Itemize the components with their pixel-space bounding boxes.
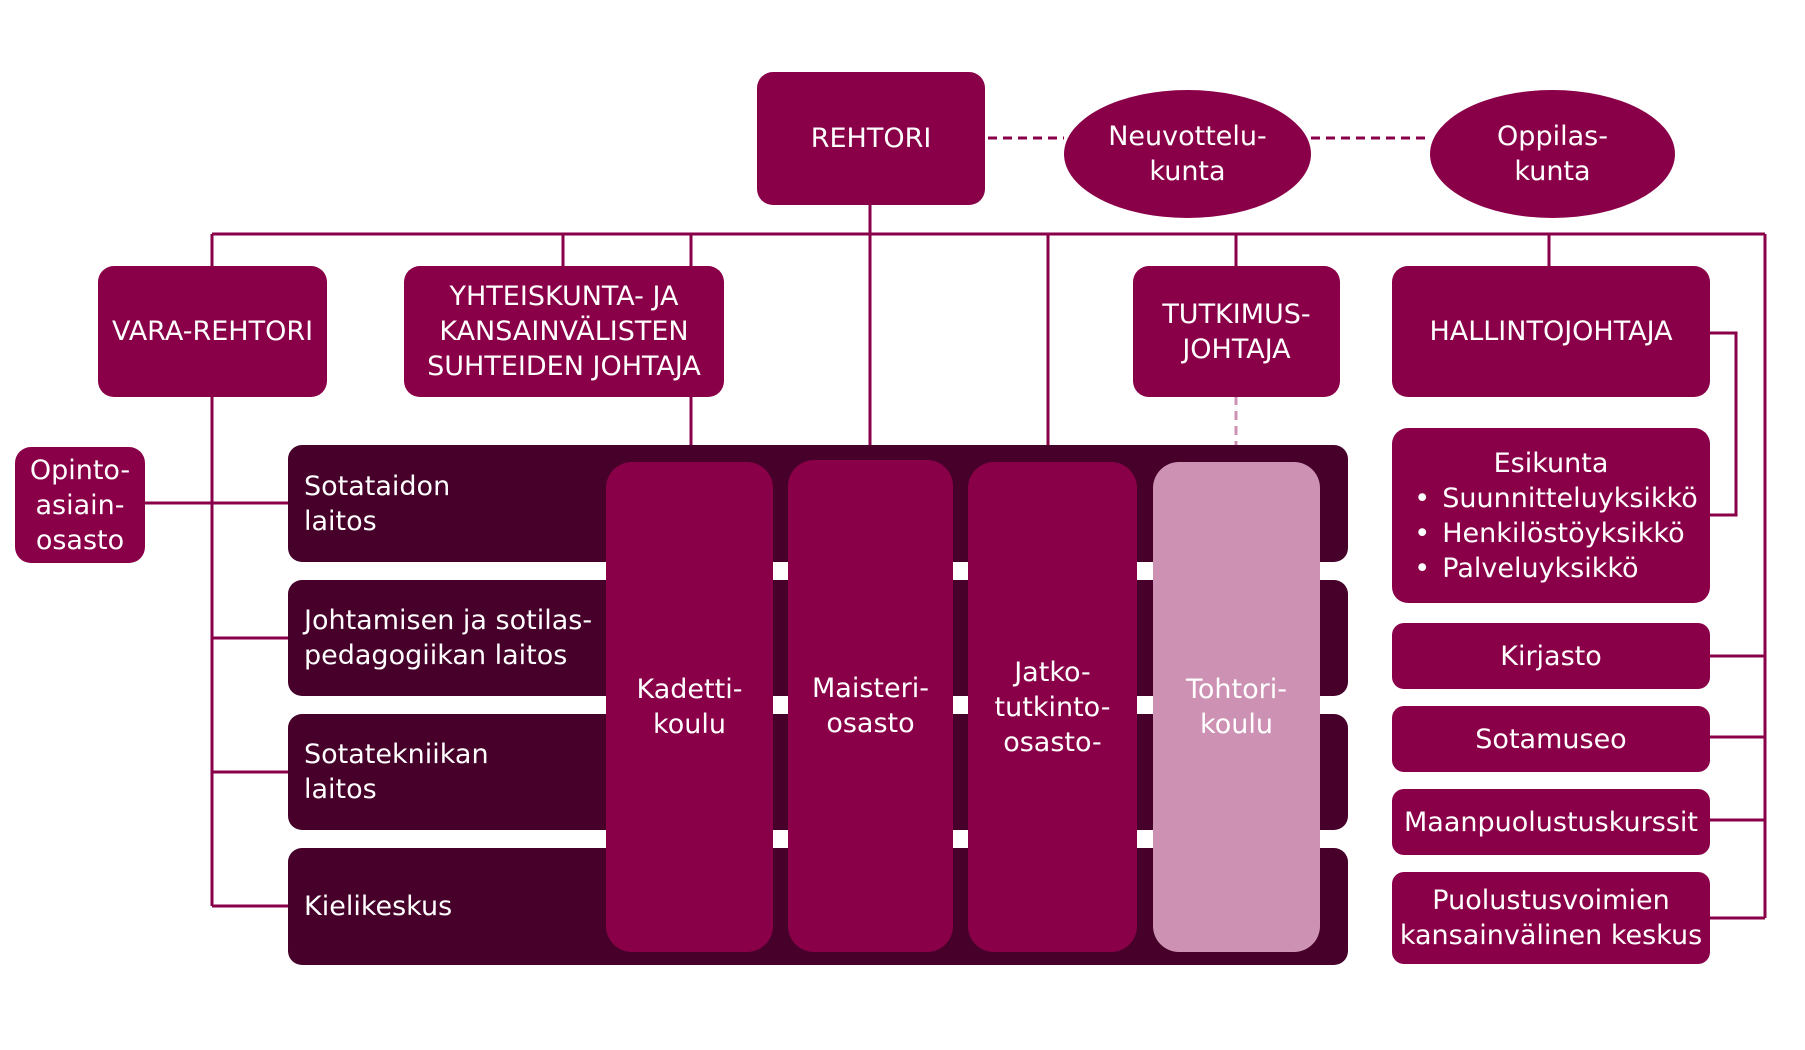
research-director-box: TUTKIMUS-JOHTAJA	[1133, 266, 1340, 397]
school-jatkotutkinto: Jatko-tutkinto-osasto-	[968, 462, 1137, 952]
military-museum-box: Sotamuseo	[1392, 706, 1710, 772]
administrative-director-box: HALLINTOJOHTAJA	[1392, 266, 1710, 397]
staff-unit: Suunnitteluyksikkö	[1404, 481, 1698, 516]
national-defence-courses-box: Maanpuolustuskurssit	[1392, 789, 1710, 855]
staff-unit: Henkilöstöyksikkö	[1404, 516, 1698, 551]
staff-box: Esikunta Suunnitteluyksikkö Henkilöstöyk…	[1392, 428, 1710, 603]
school-maisteriosasto: Maisteri-osasto	[788, 460, 953, 952]
school-kadettikoulu: Kadetti-koulu	[606, 462, 773, 952]
staff-title: Esikunta	[1493, 447, 1609, 479]
negotiation-body-ellipse: Neuvottelu-kunta	[1064, 90, 1311, 218]
vice-rector-box: VARA-REHTORI	[98, 266, 327, 397]
school-tohtorikoulu: Tohtori-koulu	[1153, 462, 1320, 952]
study-affairs-box: Opinto-asiain-osasto	[15, 447, 145, 563]
library-box: Kirjasto	[1392, 623, 1710, 689]
staff-unit: Palveluyksikkö	[1404, 551, 1698, 586]
rector-box: REHTORI	[757, 72, 985, 205]
student-body-ellipse: Oppilas-kunta	[1430, 90, 1675, 218]
staff-units-list: Suunnitteluyksikkö Henkilöstöyksikkö Pal…	[1404, 481, 1698, 586]
